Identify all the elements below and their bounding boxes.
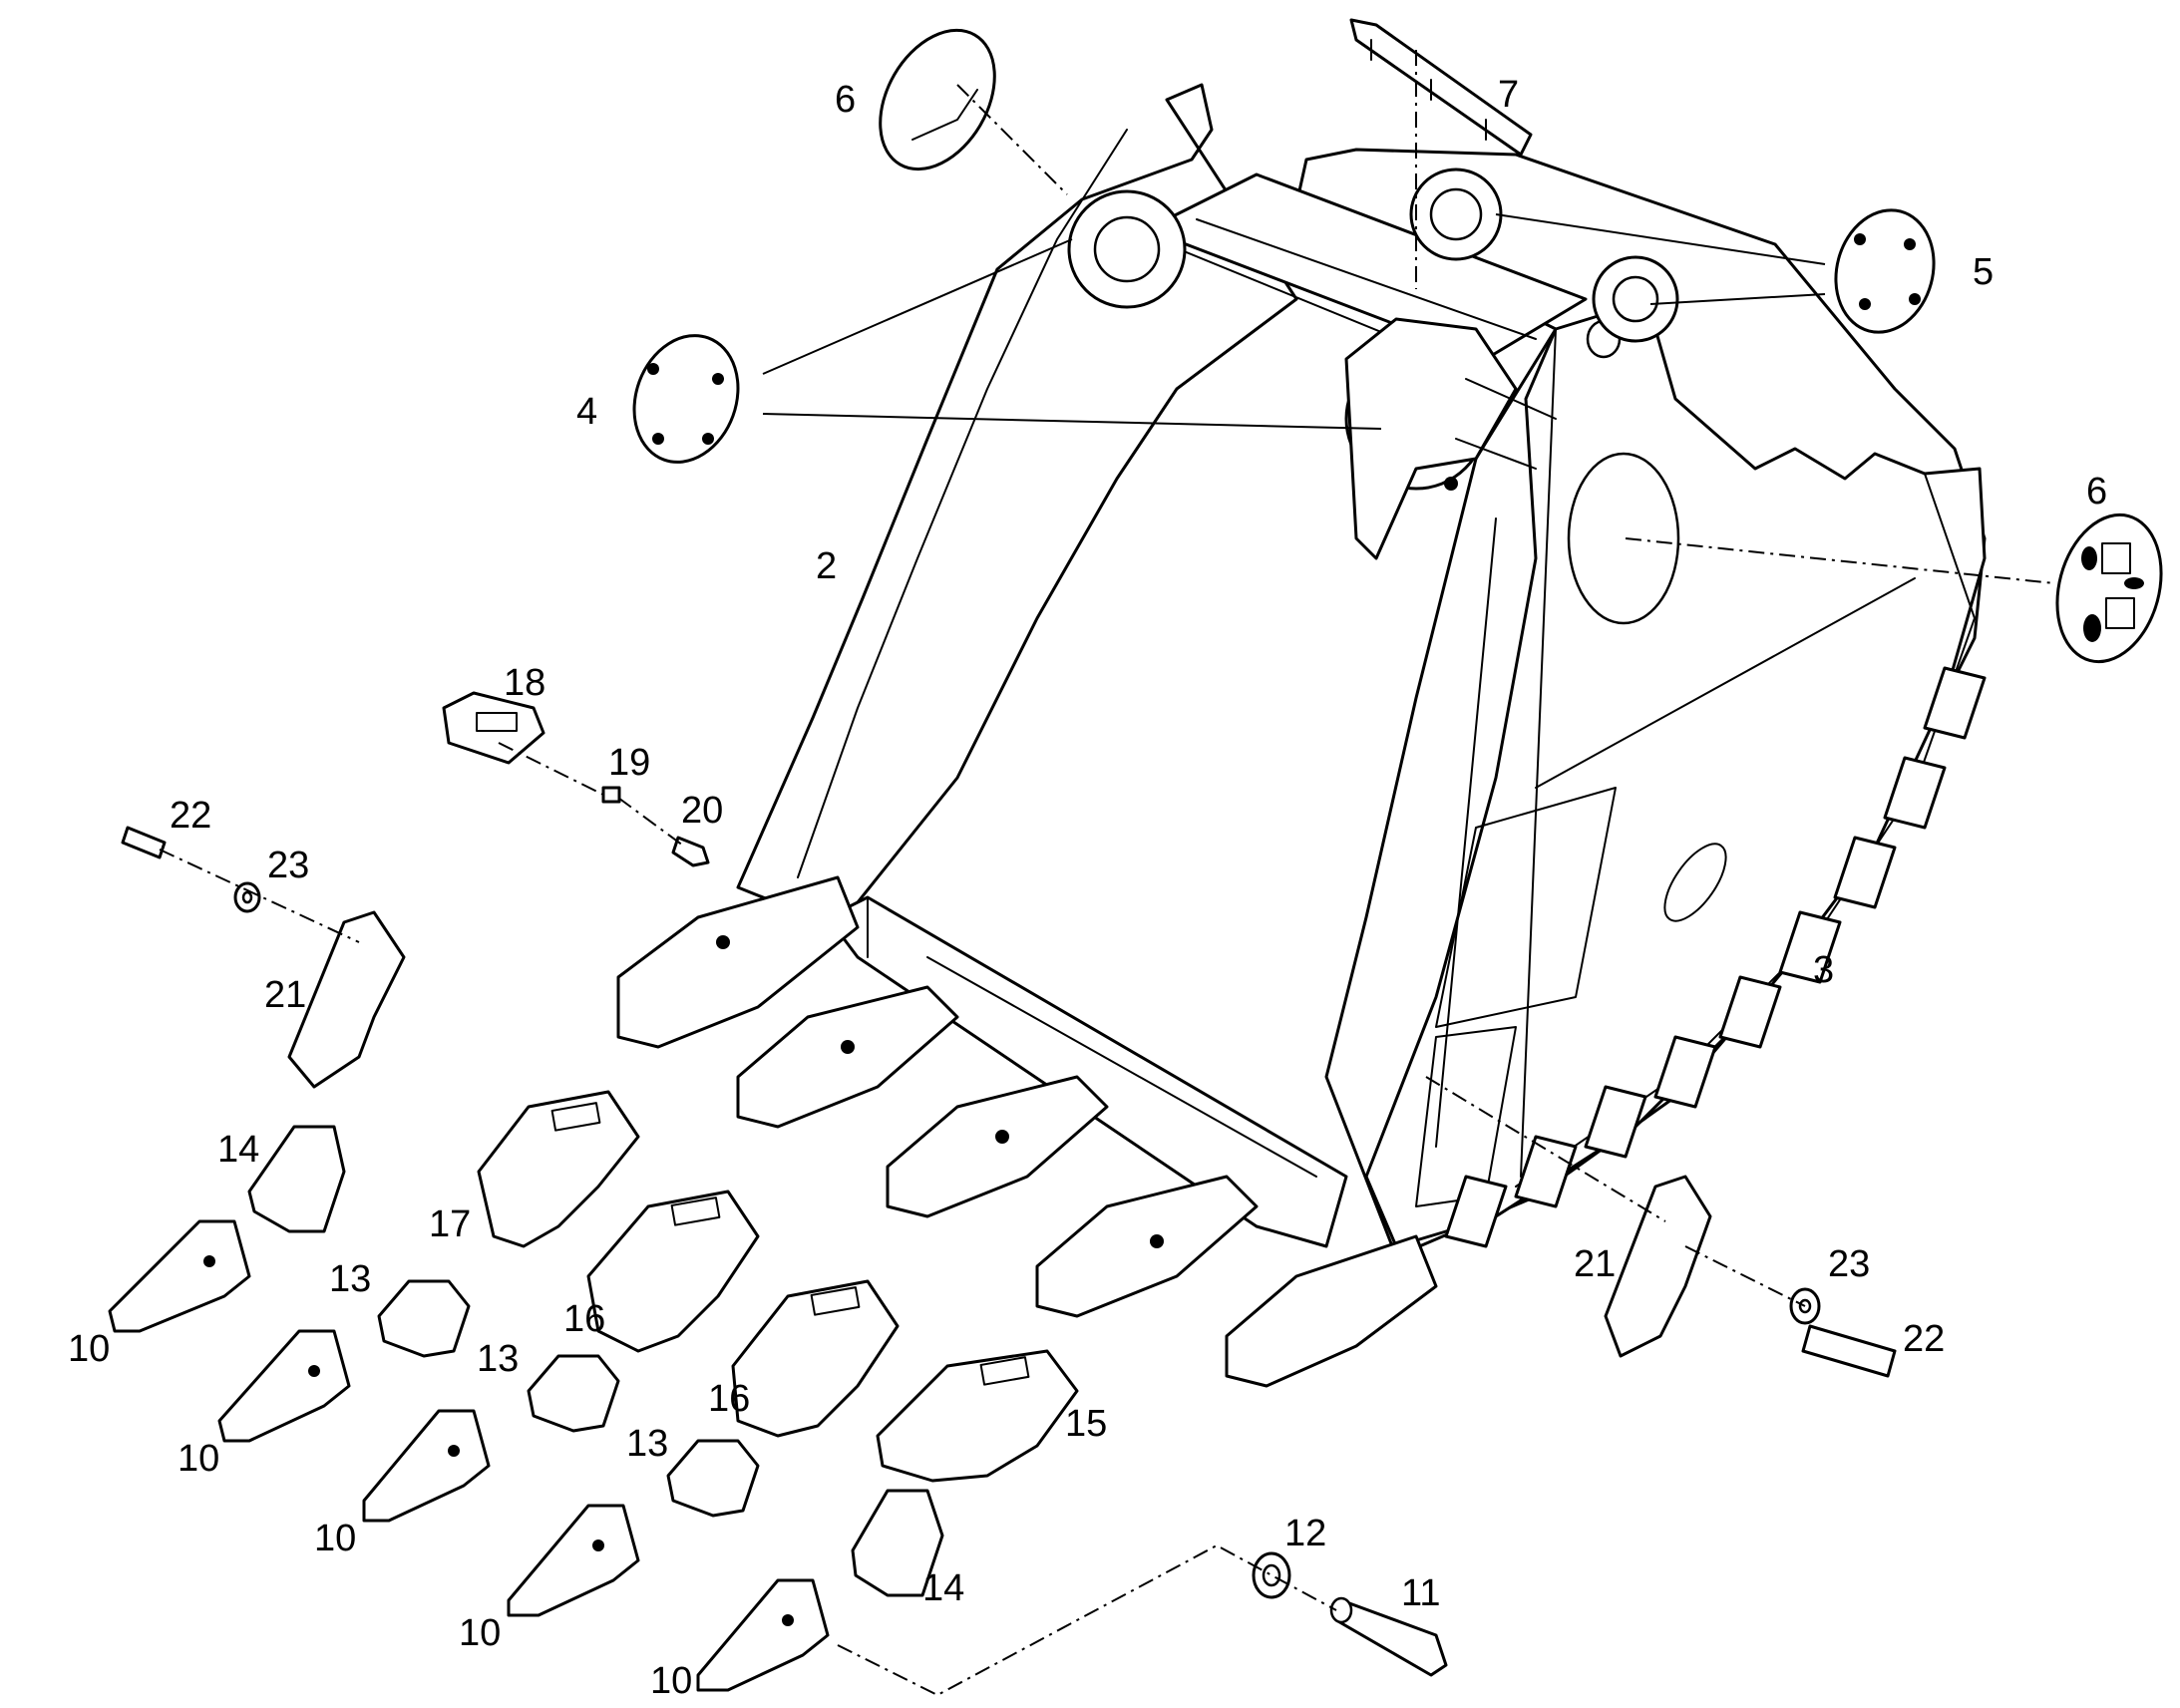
callout-23-b: 23 — [1828, 1243, 1870, 1285]
callout-10-a: 10 — [68, 1328, 110, 1370]
callout-19: 19 — [608, 742, 650, 784]
callout-16-b: 16 — [708, 1378, 750, 1420]
part-6-decal-right — [2055, 512, 2163, 664]
callout-21-b: 21 — [1574, 1243, 1616, 1285]
callout-14-b: 14 — [922, 1567, 964, 1609]
callout-10-b: 10 — [178, 1438, 219, 1480]
callout-labels: 2 3 4 5 6 6 7 10 10 10 10 10 11 12 13 13… — [68, 74, 2107, 1702]
callout-2: 2 — [816, 545, 837, 587]
callout-3: 3 — [1813, 949, 1834, 991]
part-5-cover — [1834, 208, 1936, 334]
callout-20: 20 — [681, 790, 723, 832]
callout-10-e: 10 — [650, 1660, 692, 1702]
part-10-teeth — [108, 1219, 830, 1692]
part-11-pin — [1329, 1596, 1448, 1677]
part-12-retainer — [1252, 1551, 1291, 1599]
callout-15: 15 — [1065, 1403, 1107, 1445]
side-wear-blocks — [1444, 666, 1987, 1248]
callout-13-c: 13 — [626, 1423, 668, 1465]
callout-10-c: 10 — [314, 1518, 356, 1559]
lip-adapters — [616, 875, 1438, 1388]
part-13-shrouds — [377, 1279, 760, 1518]
part-6-decal-top — [879, 28, 996, 171]
callout-6-right: 6 — [2086, 471, 2107, 512]
callout-21-a: 21 — [264, 974, 306, 1016]
part-18-19-20 — [442, 691, 710, 867]
bucket-body — [616, 83, 1987, 1388]
part-14-adapters — [247, 1125, 944, 1597]
callout-17: 17 — [429, 1203, 471, 1245]
part-21-side-cutters — [287, 910, 1712, 1358]
callout-10-d: 10 — [459, 1612, 501, 1654]
part-4-cover — [632, 334, 740, 464]
callout-14-a: 14 — [217, 1129, 259, 1171]
callout-6-top: 6 — [835, 79, 856, 121]
callout-11: 11 — [1401, 1572, 1440, 1614]
callout-16-a: 16 — [563, 1298, 605, 1340]
callout-7: 7 — [1498, 74, 1519, 116]
callout-4: 4 — [576, 391, 597, 433]
callout-5: 5 — [1973, 251, 1994, 293]
part-22-23-pins-washers — [121, 826, 1897, 1378]
callout-22-b: 22 — [1903, 1318, 1945, 1360]
callout-22-a: 22 — [170, 795, 211, 837]
callout-13-b: 13 — [477, 1338, 519, 1380]
part-15-16-17-shrouds — [477, 1090, 1079, 1483]
callout-13-a: 13 — [329, 1258, 371, 1300]
part-7-bracket — [1349, 18, 1533, 157]
callout-23-a: 23 — [267, 845, 309, 886]
callout-18: 18 — [504, 662, 545, 704]
leader-lines — [159, 50, 2055, 1697]
callout-12: 12 — [1284, 1513, 1326, 1554]
